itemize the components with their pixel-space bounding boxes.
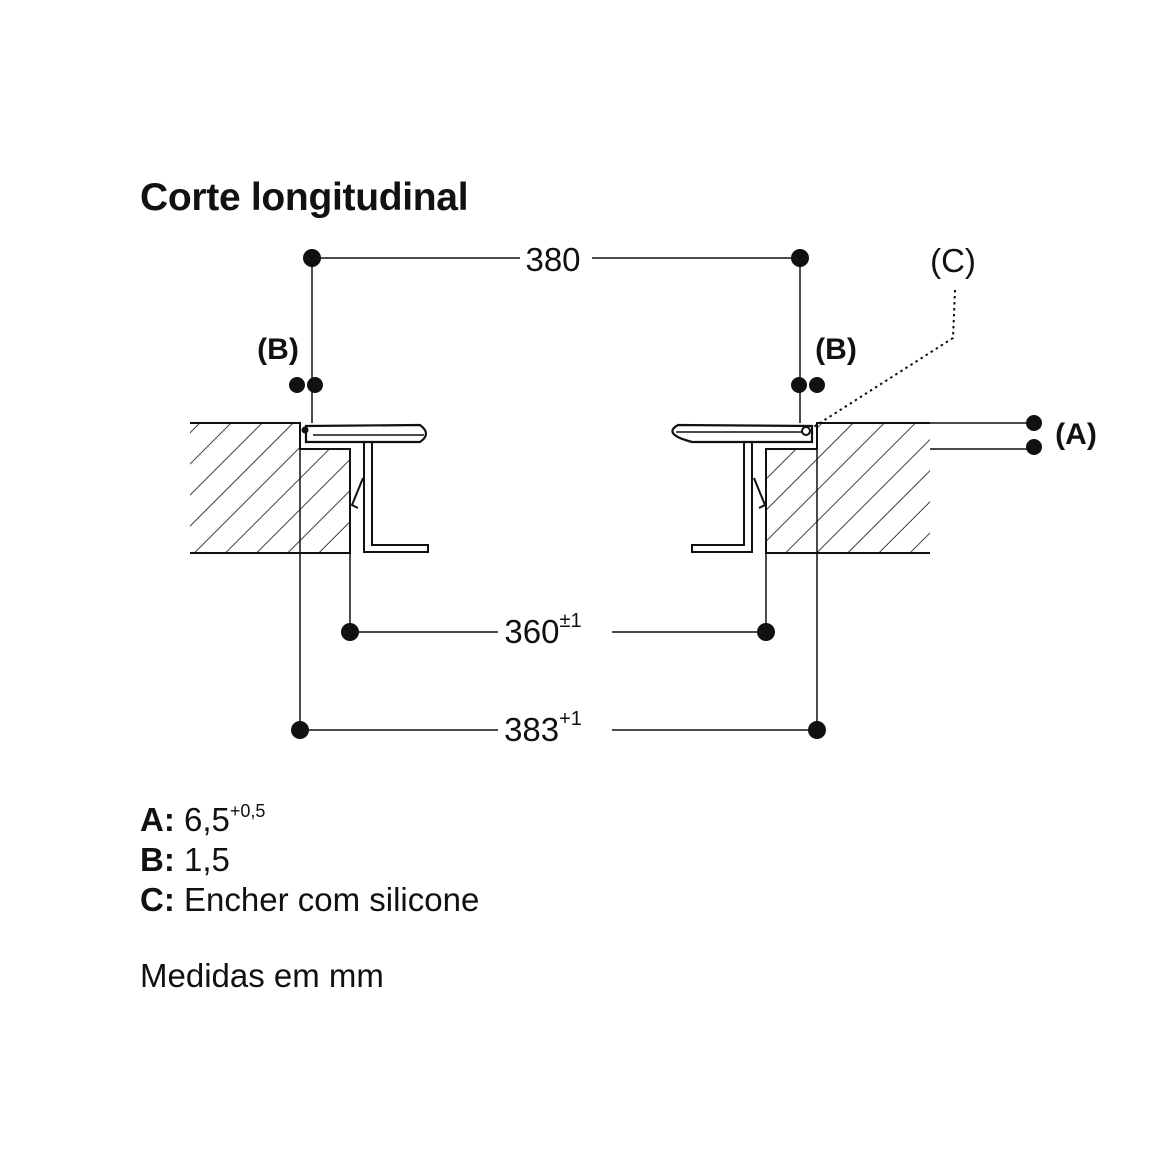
dim-383-dot-left <box>291 721 309 739</box>
legend-key: A: <box>140 801 175 838</box>
hob-glass-right <box>671 423 814 444</box>
callout-c: (C) <box>930 242 976 279</box>
legend-value: 1,5 <box>184 841 230 878</box>
legend: A: 6,5+0,5 B: 1,5 C: Encher com silicone <box>140 800 479 920</box>
legend-row-c: C: Encher com silicone <box>140 880 479 920</box>
callout-c-leader <box>811 289 956 429</box>
dim-360-label: 360±1 <box>504 610 581 650</box>
a-dot-bottom <box>1026 439 1042 455</box>
a-dot-top <box>1026 415 1042 431</box>
legend-key: C: <box>140 881 175 918</box>
callout-a: (A) <box>1055 418 1097 451</box>
b-right-dot-1 <box>791 377 807 393</box>
legend-value: Encher com silicone <box>184 881 480 918</box>
silicone-point-right <box>801 426 811 436</box>
b-right-dot-2 <box>809 377 825 393</box>
dim-380-dot-left <box>303 249 321 267</box>
callout-b-left: (B) <box>257 333 299 366</box>
worktop-right <box>765 422 930 554</box>
legend-tolerance: +0,5 <box>229 801 266 821</box>
dim-360-dot-left <box>341 623 359 641</box>
legend-value: 6,5 <box>184 801 230 838</box>
legend-row-b: B: 1,5 <box>140 840 479 880</box>
hob-bracket-left <box>363 442 429 553</box>
hob-glass-left <box>304 423 428 444</box>
dim-383-label: 383+1 <box>504 708 582 748</box>
legend-key: B: <box>140 841 175 878</box>
dim-380-label: 380 <box>525 241 580 278</box>
hob-clip-left <box>350 477 364 509</box>
legend-row-a: A: 6,5+0,5 <box>140 800 479 840</box>
dim-383-dot-right <box>808 721 826 739</box>
units-note: Medidas em mm <box>140 957 384 994</box>
hob-bracket-right <box>691 442 753 553</box>
b-left-dot-1 <box>289 377 305 393</box>
dim-380-dot-right <box>791 249 809 267</box>
dim-360-dot-right <box>757 623 775 641</box>
diagram-title: Corte longitudinal <box>140 176 469 219</box>
b-left-dot-2 <box>307 377 323 393</box>
worktop-left <box>190 422 351 554</box>
hob-clip-right <box>753 477 767 509</box>
silicone-point-left <box>301 426 309 434</box>
callout-b-right: (B) <box>815 333 857 366</box>
